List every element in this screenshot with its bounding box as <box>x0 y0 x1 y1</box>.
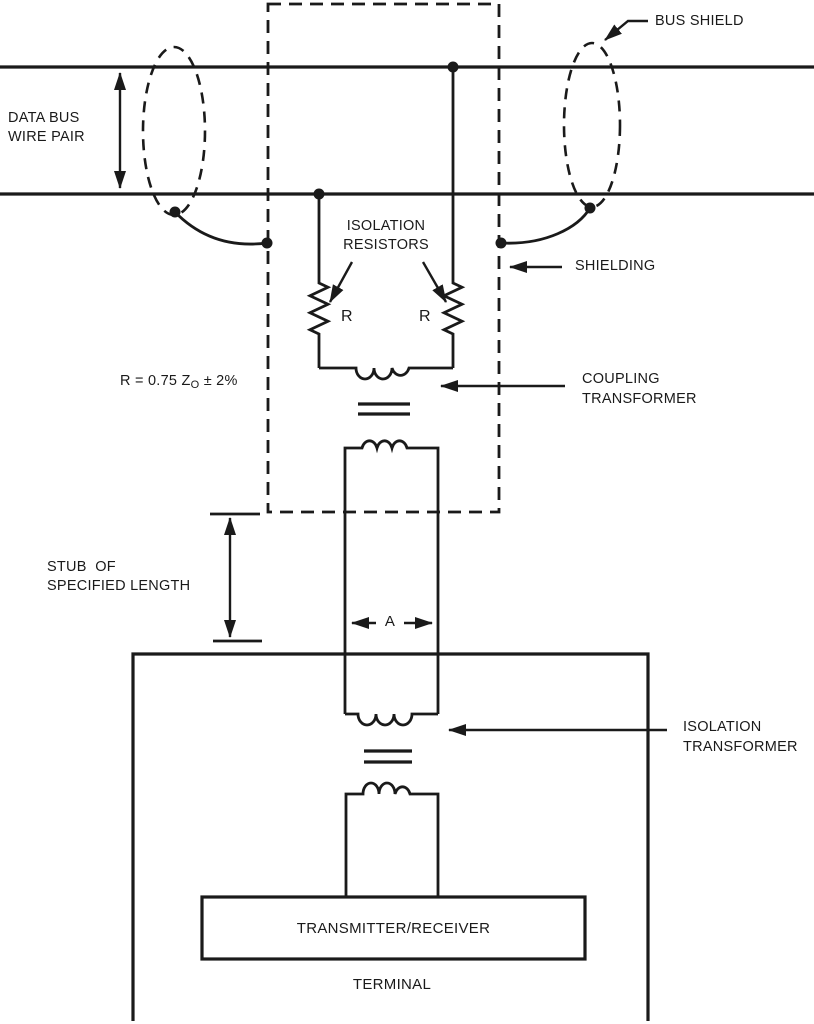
terminal-box-outline <box>131 652 650 1021</box>
resistor-formula: R = 0.75 ZO ± 2% <box>120 373 238 392</box>
coupling-transformer-label-line1: COUPLING <box>582 371 660 387</box>
isolation-resistors-arrow-right <box>421 261 448 303</box>
isolation-transformer-secondary-winding <box>344 781 440 897</box>
isolation-resistor-left <box>306 194 332 368</box>
shield-drain-wire-left <box>173 211 268 246</box>
terminal-label: TERMINAL <box>352 975 432 993</box>
bus-shield-ellipse-right <box>562 41 622 209</box>
shield-drain-wire-right <box>501 207 592 245</box>
coupling-transformer-secondary-and-stub <box>343 439 440 714</box>
isolation-resistors-arrow-left <box>328 261 354 303</box>
coupling-transformer-primary-winding <box>319 366 453 381</box>
isolation-resistors-label-line1: ISOLATION <box>346 218 426 234</box>
resistor-formula-prefix: R = 0.75 Z <box>120 373 191 389</box>
bus-shield-label: BUS SHIELD <box>655 13 744 29</box>
junction-dot-right-enclosure <box>495 237 507 249</box>
transmitter-receiver-box <box>200 895 587 961</box>
shielding-label: SHIELDING <box>575 258 656 274</box>
isolation-resistors-label-line2: RESISTORS <box>343 237 429 253</box>
isolation-resistor-right <box>440 67 466 368</box>
shielding-enclosure-outline <box>266 2 501 514</box>
junction-dot-top-bus <box>447 61 459 73</box>
resistor-formula-subscript: O <box>190 379 200 391</box>
stub-label-line2: SPECIFIED LENGTH <box>47 578 191 594</box>
isolation-transformer-primary-winding <box>345 712 438 727</box>
resistor-r-label-right: R <box>419 308 431 325</box>
resistor-r-label-left: R <box>341 308 353 325</box>
data-bus-label-line2: WIRE PAIR <box>8 129 85 145</box>
junction-dot-right-shield <box>584 202 596 214</box>
bus-shield-leader-arrow <box>604 19 648 41</box>
junction-dot-left-shield <box>169 206 181 218</box>
resistor-formula-suffix: ± 2% <box>199 373 238 389</box>
bus-shield-ellipse-left <box>141 45 207 217</box>
junction-dot-bottom-bus <box>313 188 325 200</box>
coupling-transformer-label-line2: TRANSFORMER <box>582 391 697 407</box>
isolation-transformer-label-line1: ISOLATION <box>683 719 762 735</box>
dimension-a-label: A <box>384 613 396 630</box>
transmitter-receiver-label: TRANSMITTER/RECEIVER <box>296 919 491 937</box>
stub-label-line1: STUB OF <box>47 559 116 575</box>
isolation-transformer-label-line2: TRANSFORMER <box>683 739 798 755</box>
junction-dot-left-enclosure <box>261 237 273 249</box>
data-bus-label-line1: DATA BUS <box>8 110 80 126</box>
